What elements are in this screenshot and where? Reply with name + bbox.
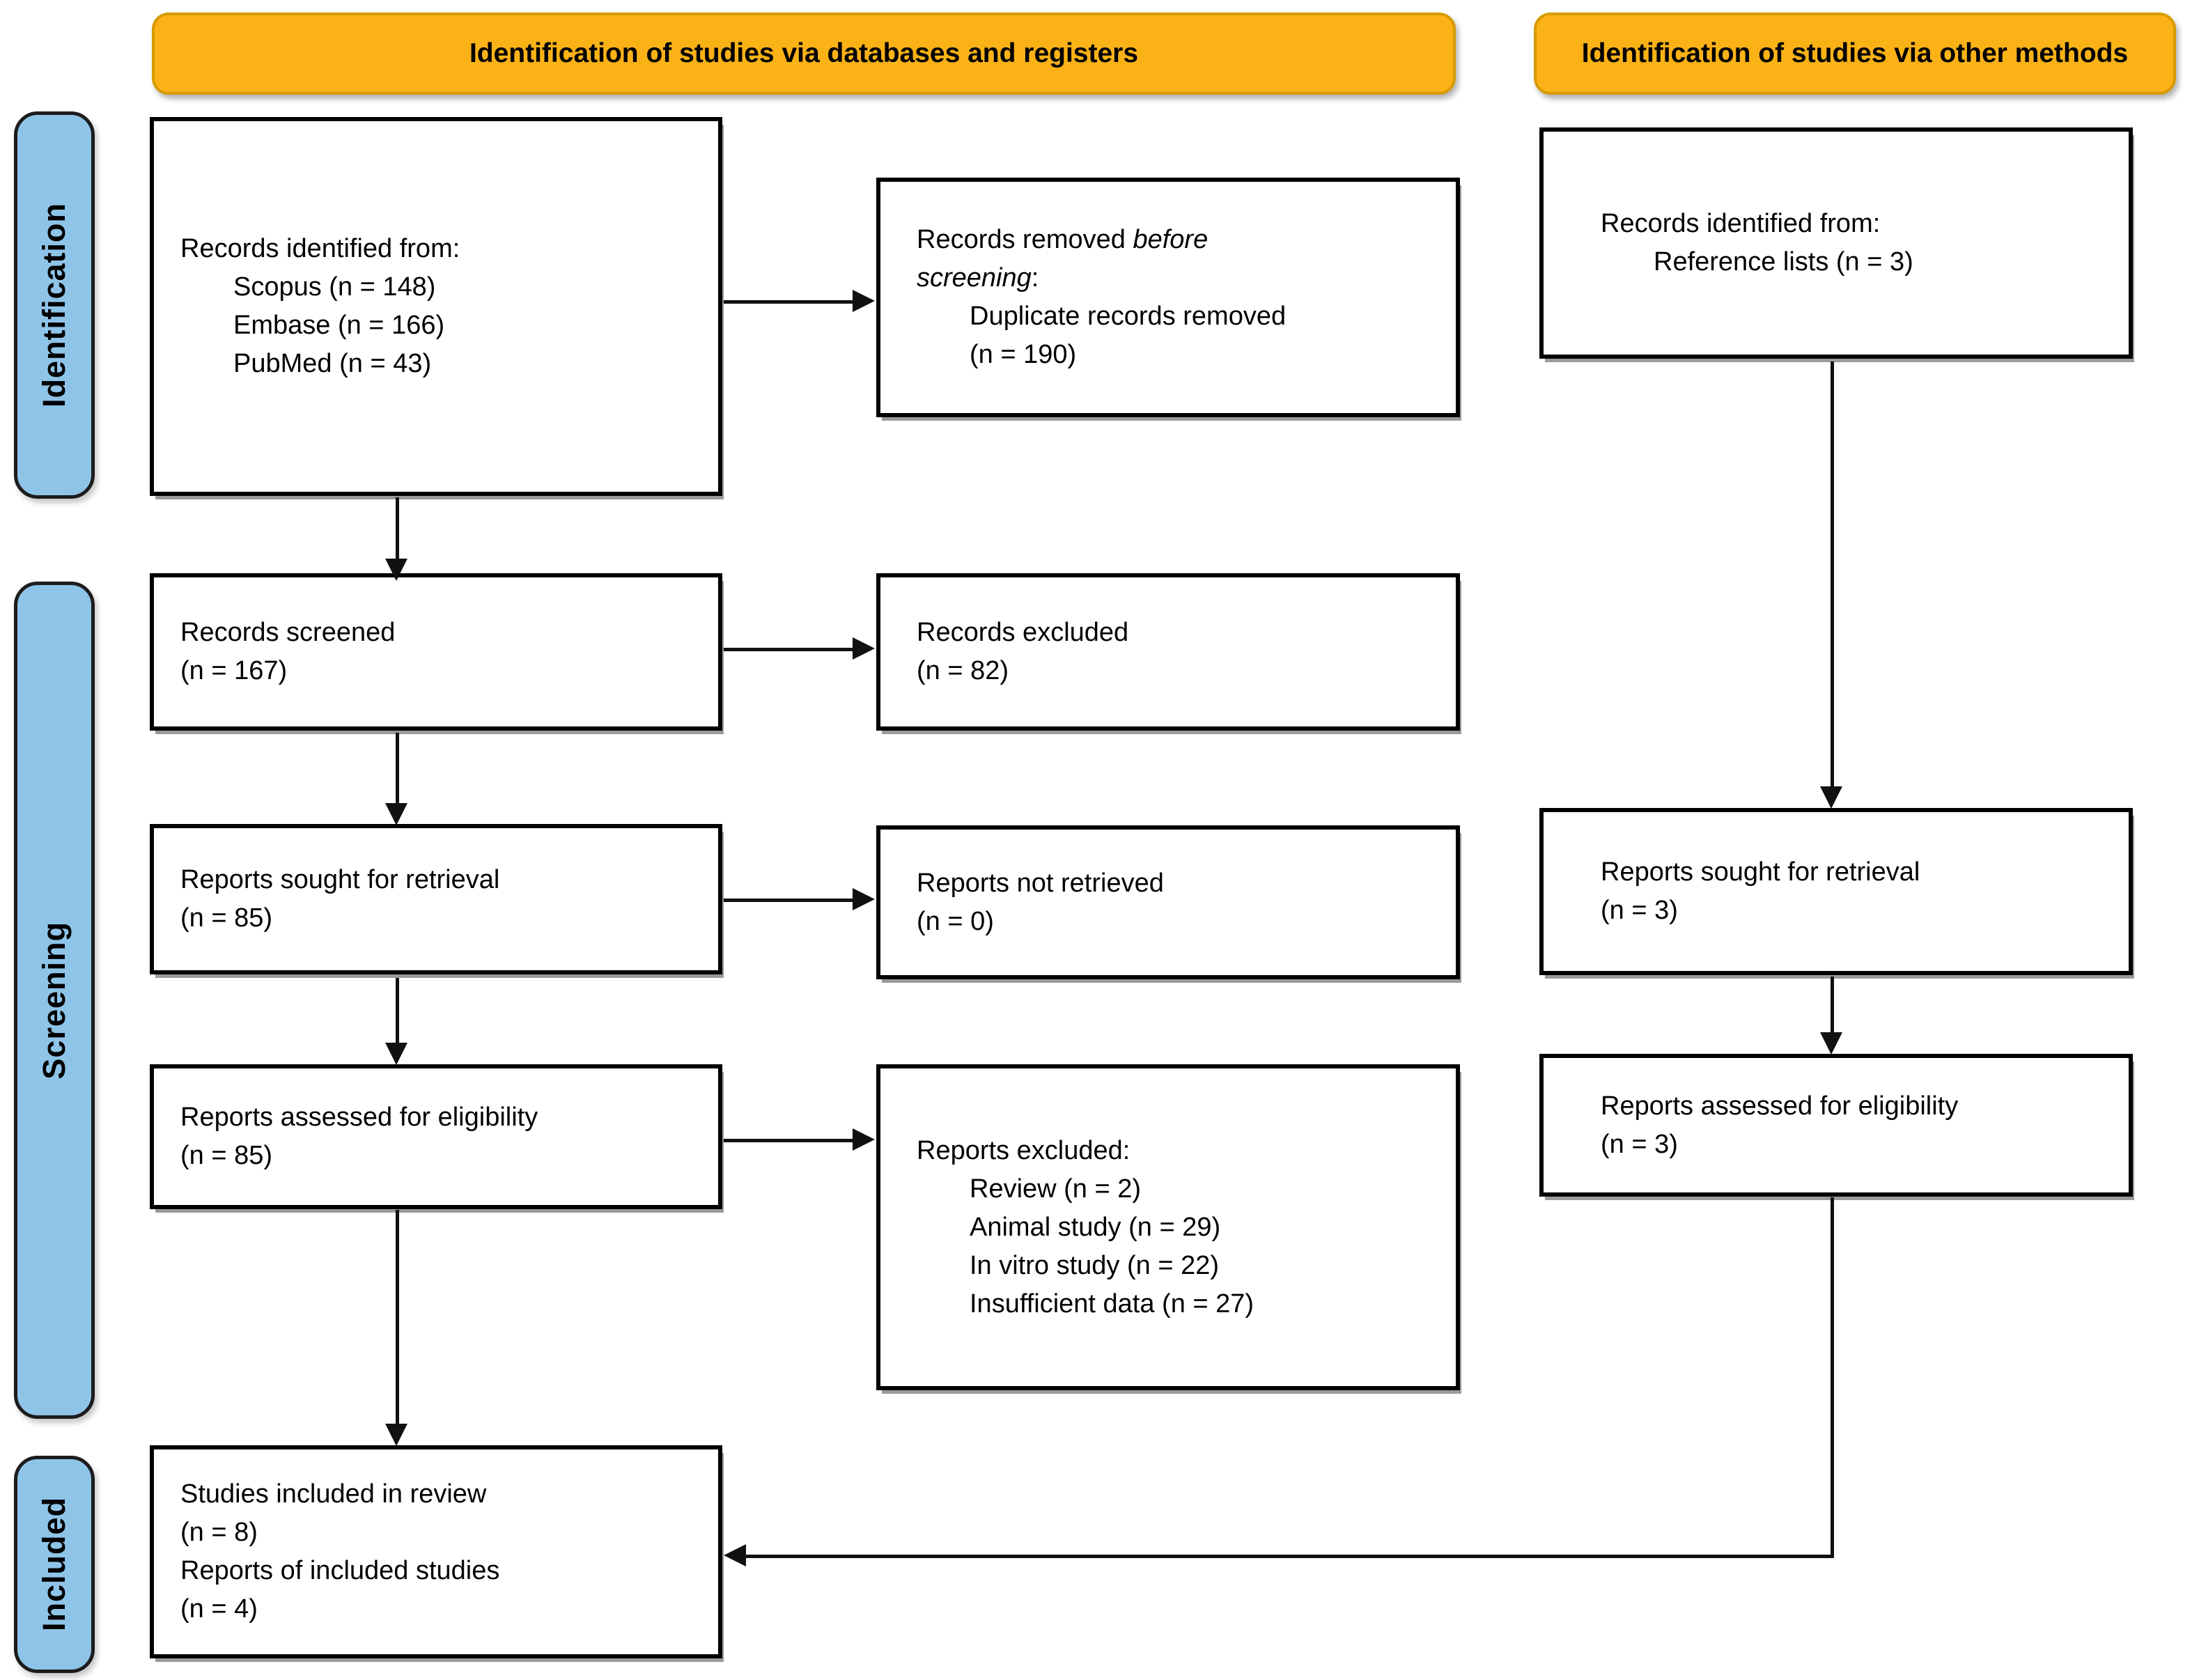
box-records-removed-before-screening: Records removed before screening: Duplic… (876, 178, 1460, 417)
box-text-line: (n = 4) (180, 1594, 258, 1624)
box-text-line: Reports of included studies (180, 1556, 500, 1585)
box-reports-assessed-databases: Reports assessed for eligibility (n = 85… (150, 1064, 722, 1209)
box-text-line: In vitro study (n = 22) (970, 1250, 1219, 1280)
box-text-line: Reports excluded: (917, 1135, 1130, 1165)
arrowhead-down-icon (385, 1043, 407, 1065)
stage-identification-label: Identification (36, 203, 72, 407)
box-text-line: (n = 167) (180, 656, 288, 685)
arrowhead-down-icon (1820, 1032, 1842, 1055)
arrowhead-right-icon (853, 290, 875, 312)
box-text-line: Studies included in review (180, 1479, 487, 1509)
box-records-identified-databases: Records identified from: Scopus (n = 148… (150, 117, 722, 496)
box-reports-sought-other: Reports sought for retrieval (n = 3) (1539, 808, 2133, 975)
arrowhead-down-icon (1820, 786, 1842, 809)
box-text-line: (n = 82) (917, 656, 1009, 685)
box-text-line: (n = 85) (180, 1141, 273, 1170)
box-text-line: Reference lists (n = 3) (1654, 247, 1913, 277)
box-text-line: Records removed before (917, 225, 1209, 254)
box-reports-sought-databases: Reports sought for retrieval (n = 85) (150, 824, 722, 974)
box-text-line: Review (n = 2) (970, 1174, 1142, 1204)
stage-screening: Screening (14, 582, 95, 1419)
stage-screening-label: Screening (36, 921, 72, 1080)
arrowhead-down-icon (385, 1424, 407, 1446)
box-text-line: screening: (917, 263, 1039, 293)
box-text-line: Reports not retrieved (917, 868, 1164, 898)
stage-included-label: Included (36, 1497, 72, 1632)
italic-text: screening (917, 263, 1032, 293)
box-text-line: Reports assessed for eligibility (1601, 1091, 1959, 1121)
box-text-line: (n = 85) (180, 903, 273, 933)
box-text-line: Animal study (n = 29) (970, 1212, 1221, 1242)
box-records-identified-other: Records identified from: Reference lists… (1539, 127, 2133, 359)
banner-databases-registers-label: Identification of studies via databases … (469, 38, 1139, 68)
box-text-line: (n = 3) (1601, 896, 1678, 925)
box-text-line: (n = 8) (180, 1518, 258, 1547)
box-studies-included: Studies included in review (n = 8) Repor… (150, 1445, 722, 1658)
box-text-line: Records screened (180, 618, 396, 647)
box-text-line: (n = 3) (1601, 1129, 1678, 1159)
box-text-line: Records identified from: (180, 234, 460, 263)
box-text-line: (n = 190) (970, 340, 1077, 369)
banner-other-methods-label: Identification of studies via other meth… (1581, 38, 2129, 68)
arrowhead-left-icon (724, 1544, 746, 1566)
box-reports-excluded: Reports excluded: Review (n = 2) Animal … (876, 1064, 1460, 1390)
box-text-line: Reports assessed for eligibility (180, 1103, 538, 1132)
box-text-line: Duplicate records removed (970, 302, 1287, 331)
arrowhead-down-icon (385, 803, 407, 825)
stage-identification: Identification (14, 111, 95, 499)
arrowhead-right-icon (853, 1128, 875, 1151)
box-text-line: Reports sought for retrieval (180, 865, 500, 894)
stage-included: Included (14, 1456, 95, 1673)
banner-databases-registers: Identification of studies via databases … (152, 13, 1456, 95)
box-text-line: Scopus (n = 148) (233, 272, 436, 302)
box-text-line: Embase (n = 166) (233, 311, 445, 340)
box-text-line: Reports sought for retrieval (1601, 857, 1920, 887)
box-text-line: (n = 0) (917, 906, 994, 936)
italic-text: before (1133, 225, 1209, 254)
box-text-line: Records excluded (917, 618, 1129, 647)
box-records-screened: Records screened (n = 167) (150, 573, 722, 731)
box-text-line: PubMed (n = 43) (233, 349, 432, 378)
box-reports-assessed-other: Reports assessed for eligibility (n = 3) (1539, 1054, 2133, 1197)
arrowhead-right-icon (853, 888, 875, 910)
box-records-excluded: Records excluded (n = 82) (876, 573, 1460, 731)
arrowhead-down-icon (385, 559, 407, 581)
arrowhead-right-icon (853, 637, 875, 660)
box-reports-not-retrieved: Reports not retrieved (n = 0) (876, 825, 1460, 979)
box-text-line: Records identified from: (1601, 209, 1881, 238)
box-text-line: Insufficient data (n = 27) (970, 1289, 1254, 1319)
banner-other-methods: Identification of studies via other meth… (1534, 13, 2176, 95)
